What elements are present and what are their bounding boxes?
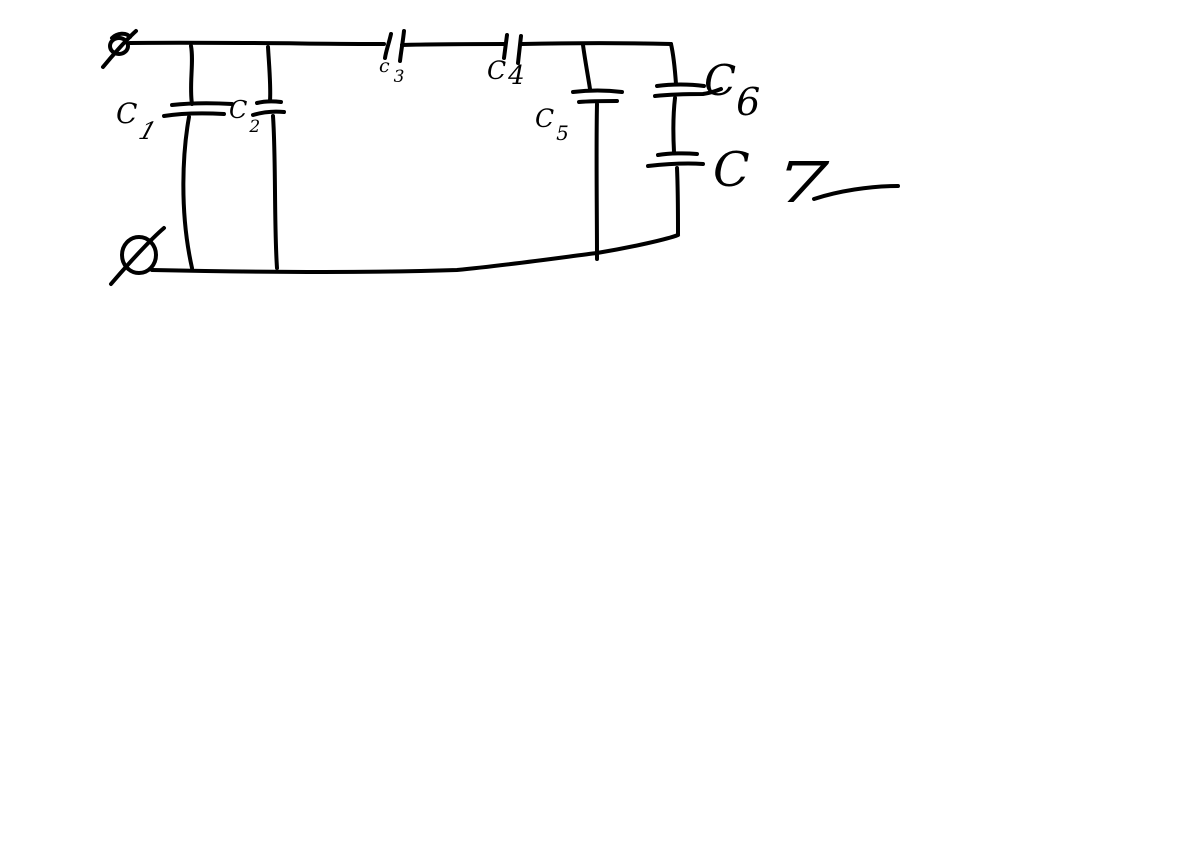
label-c2-letter: C <box>229 96 248 124</box>
c2-top-plate <box>255 99 283 105</box>
label-c6-letter: C <box>704 56 737 105</box>
bottom-terminal-slash <box>109 226 166 286</box>
c2-lower-lead <box>271 114 279 270</box>
label-c3-subscript: 3 <box>393 67 405 87</box>
top-terminal-circle <box>108 36 130 56</box>
c2-upper-lead <box>266 45 273 103</box>
bottom-terminal-circle <box>120 235 158 275</box>
label-c2-subscript: 2 <box>249 117 261 137</box>
label-c7-subscript: 7 <box>775 151 830 216</box>
label-c2: C2 <box>229 96 260 136</box>
c4-right-plate <box>516 34 523 65</box>
label-c4: C4 <box>487 56 525 89</box>
c4-left-plate <box>502 33 509 60</box>
c2-bottom-plate <box>251 109 286 117</box>
c5-upper-lead <box>581 43 592 91</box>
c5-top-plate <box>571 88 624 94</box>
c7-top-plate <box>656 151 699 157</box>
top-wire-left <box>128 40 386 46</box>
top-terminal-slash <box>101 29 138 69</box>
bottom-terminal <box>109 226 166 286</box>
capacitor-c5 <box>571 43 624 261</box>
c5-bottom-plate <box>577 99 619 104</box>
c7-label-seven-crossbar <box>812 184 900 201</box>
top-terminal <box>101 29 138 69</box>
c1-top-plate <box>170 101 234 107</box>
c7-lower-lead <box>675 166 680 236</box>
label-c1: C1 <box>116 97 160 146</box>
capacitor-c7 <box>646 151 705 236</box>
c3-right-plate <box>398 29 406 63</box>
c1-bottom-plate <box>162 111 226 118</box>
label-c1-letter: C <box>116 97 138 130</box>
capacitor-c4 <box>502 33 523 65</box>
label-c4-letter: C <box>487 56 507 85</box>
label-c5-subscript: 5 <box>556 121 569 145</box>
label-c5-letter: C <box>535 104 555 133</box>
c6-c7-link-wire <box>671 96 677 154</box>
bottom-wire <box>150 233 680 274</box>
c6-bottom-plate <box>653 87 723 98</box>
top-terminal-hook <box>110 31 132 40</box>
capacitor-c2 <box>251 45 286 270</box>
c1-lower-lead <box>181 115 194 270</box>
label-c7-letter: C <box>713 142 750 198</box>
label-c3-letter: c <box>379 55 390 77</box>
capacitor-c1 <box>162 44 234 270</box>
top-wire-mid <box>400 42 506 47</box>
c7-bottom-plate <box>646 161 705 168</box>
label-c6-subscript: 6 <box>736 80 761 124</box>
label-c6: C6 <box>704 56 760 122</box>
c3-left-plate <box>383 32 393 60</box>
capacitor-c6 <box>653 42 723 98</box>
capacitor-c3 <box>383 29 406 63</box>
label-c4-subscript: 4 <box>508 61 525 91</box>
c1-upper-lead <box>189 44 194 106</box>
c6-upper-lead <box>669 42 678 86</box>
c6-top-plate <box>655 82 706 88</box>
top-wire-right <box>520 41 673 46</box>
